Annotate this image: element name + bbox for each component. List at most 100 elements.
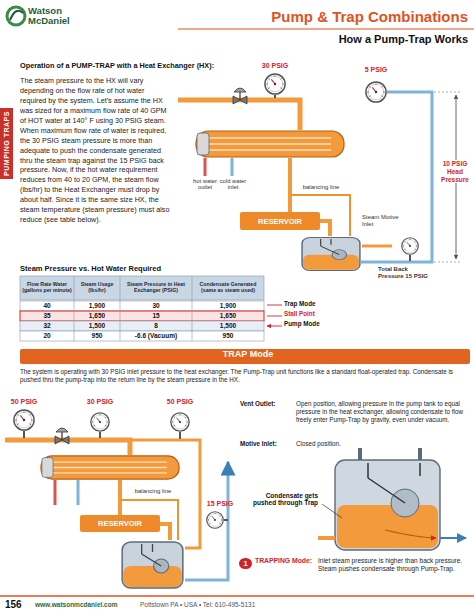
pump-tank	[335, 460, 440, 550]
callout-number: 1	[239, 558, 251, 569]
pressure-gauge	[402, 238, 419, 255]
table-header	[20, 276, 264, 300]
node-text: PUMPING TRAPS	[3, 111, 10, 176]
mode-label: Trap Mode	[284, 300, 339, 308]
footer-text: www.watsonmcdaniel.com	[35, 601, 135, 609]
gauge-stub	[274, 95, 276, 98]
table-row	[20, 301, 264, 311]
table-cell: 1,900	[75, 302, 119, 310]
table-cell: 20	[21, 332, 73, 340]
pressure-label: 15 PSIG	[204, 500, 236, 508]
tank-port	[360, 448, 420, 460]
gauge-stub	[99, 432, 101, 438]
pipe-label: cold water inlet	[218, 178, 248, 191]
body-text: Open position, allowing pressure in the …	[296, 400, 468, 425]
page-title: Pump & Trap Combinations	[230, 8, 468, 26]
table-cell: 950	[75, 332, 119, 340]
node-text: TRAP Mode	[223, 349, 273, 359]
cold-water-pipe	[231, 158, 234, 176]
inlet-pipe	[320, 221, 330, 236]
node-text: RESERVOIR	[98, 519, 142, 528]
heat-exchanger	[196, 131, 344, 157]
pipe-label: Steam Motive Inlet	[362, 214, 402, 228]
table-header-cell: Condensate Generated (same as steam used…	[193, 282, 263, 293]
pressure-label: 50 PSIG	[160, 398, 200, 406]
inlet-pipe	[318, 536, 335, 540]
hot-water-pipe	[54, 480, 57, 505]
gauge-stub	[224, 519, 228, 521]
logo-mark	[10, 11, 23, 20]
header-rule	[178, 28, 474, 29]
gauge-stub	[179, 432, 181, 439]
table-cell: 40	[21, 302, 73, 310]
table-cell: -6.6 (Vacuum)	[121, 332, 191, 340]
gauge-stub	[409, 255, 411, 261]
table-title: Steam Pressure vs. Hot Water Required	[20, 264, 264, 273]
table-cell: 1,650	[75, 312, 119, 320]
table-cell: 32	[21, 322, 73, 330]
pressure-label: 5 PSIG	[351, 66, 401, 74]
pressure-label: Total Back Pressure 15 PSIG	[378, 266, 434, 280]
mode-heading: TRAPPING Mode:	[255, 557, 317, 565]
callout-text: Condensate gets pushed through Trap	[250, 492, 318, 507]
item-heading: Motive Inlet:	[240, 440, 296, 448]
mechanism	[368, 463, 420, 503]
pressure-gauge	[14, 410, 34, 430]
table-cell: 15	[121, 312, 191, 320]
pump-trap	[302, 237, 360, 270]
heat-exchanger	[41, 456, 179, 479]
subtitle: How a Pump-Trap Works	[230, 33, 468, 46]
steam-pipe	[178, 100, 300, 130]
page-number: 156	[5, 599, 30, 611]
table-grid	[74, 276, 192, 341]
mode-label: Pump Mode	[284, 320, 339, 328]
section-heading: Operation of a PUMP-TRAP with a Heat Exc…	[20, 62, 230, 71]
flow-arrow	[440, 537, 466, 539]
drain-pipe	[118, 480, 122, 515]
table-cell: 30	[121, 302, 191, 310]
node-text: RESERVOIR	[258, 217, 302, 226]
pressure-label: 30 PSIG	[80, 398, 120, 406]
body-text: Closed position.	[296, 440, 468, 448]
table-cell: 1,650	[193, 312, 263, 320]
pointer-arrow	[267, 305, 282, 326]
pressure-gauge	[171, 413, 189, 431]
logo-text: Watson McDaniel	[28, 6, 83, 26]
table-header-cell: Flow Rate Water (gallons per minute)	[21, 282, 73, 293]
table-header-cell: Steam Usage (lbs/hr)	[75, 282, 119, 293]
footer-rule	[0, 595, 474, 597]
table-cell: 1,900	[193, 302, 263, 310]
table-row	[20, 321, 264, 331]
pressure-label: 50 PSIG	[4, 398, 44, 406]
pipe-label: balancing line	[128, 488, 178, 495]
body-text: Inlet steam pressure is higher than back…	[318, 557, 468, 573]
body-text: The steam pressure to the HX will vary d…	[20, 76, 172, 225]
pump-trap	[122, 542, 183, 588]
item-heading: Vent Outlet:	[240, 400, 296, 408]
reservoir-box: RESERVOIR	[80, 515, 160, 532]
pressure-gauge	[366, 82, 386, 102]
pressure-gauge	[207, 512, 224, 529]
footer-text: Pottstown PA • USA • Tel: 610-495-5131	[140, 601, 340, 609]
pressure-gauge	[91, 413, 109, 431]
motive-pipe	[362, 245, 392, 248]
inlet-pipe	[160, 524, 170, 540]
return-line	[360, 92, 432, 262]
body-text: The system is operating with 30 PSIG inl…	[20, 368, 470, 384]
condensate	[337, 505, 438, 548]
table-header-cell: Steam Pressure in Heat Exchanger (PSIG)	[121, 282, 191, 293]
flow-arrow	[385, 530, 436, 538]
side-tab: PUMPING TRAPS	[0, 108, 13, 179]
hot-water-pipe	[204, 158, 207, 176]
control-valve	[233, 88, 247, 104]
table-cell: 1,500	[75, 322, 119, 330]
node-text: 1	[243, 559, 247, 568]
logo-mark	[7, 7, 25, 25]
reservoir-box: RESERVOIR	[240, 212, 320, 230]
pressure-label: 30 PSIG	[250, 62, 300, 70]
table-cell: 8	[121, 322, 191, 330]
section-bar: TRAP Mode	[20, 349, 470, 364]
table-cell: 35	[21, 312, 73, 320]
table-row	[20, 331, 264, 341]
pressure-gauge	[265, 74, 285, 94]
